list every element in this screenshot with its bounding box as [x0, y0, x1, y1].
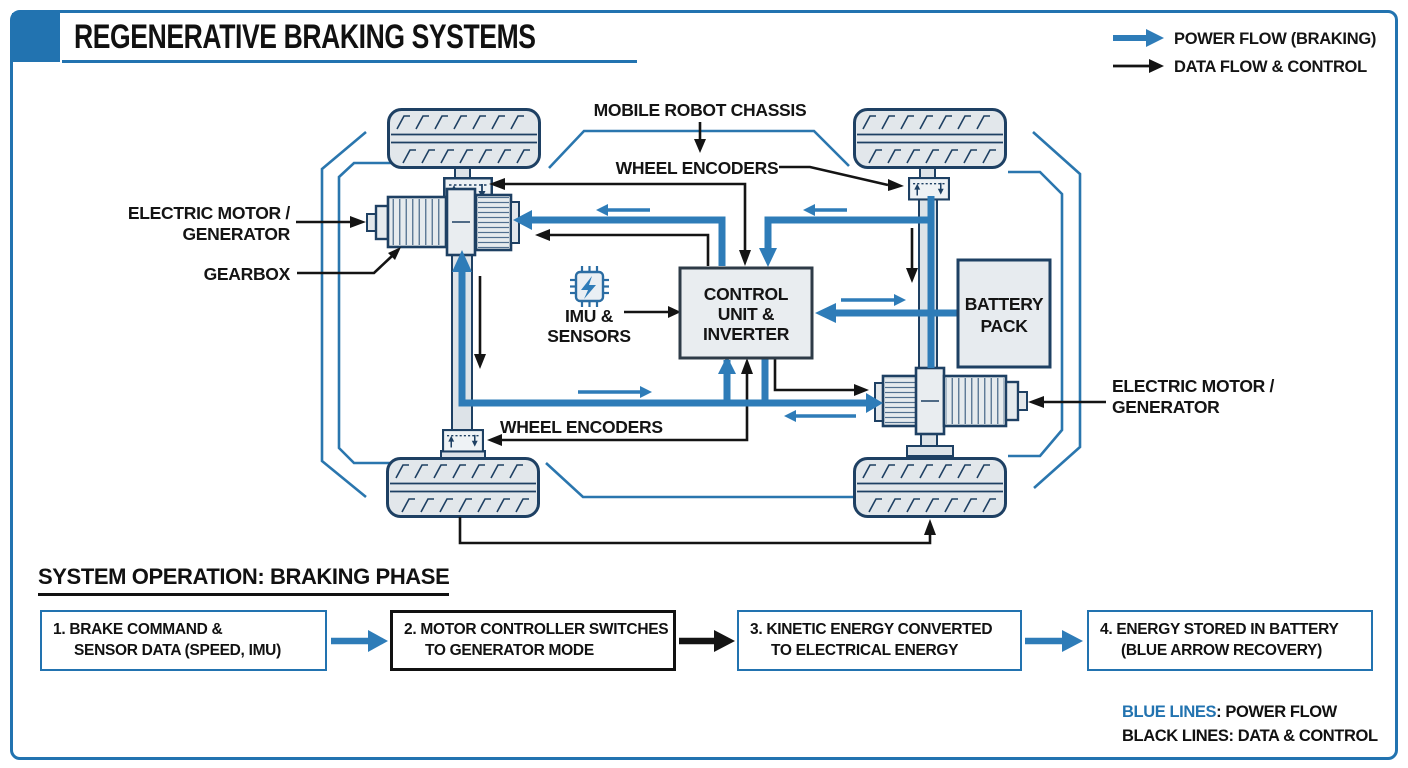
wheel-encoders-bottom-label: WHEEL ENCODERS [500, 417, 663, 437]
step-2-line2: TO GENERATOR MODE [425, 641, 594, 659]
step-connectors [331, 630, 1083, 652]
step-4-line2: (BLUE ARROW RECOVERY) [1121, 641, 1322, 659]
wheel-front-right [855, 110, 1006, 168]
step-1-line1: 1. BRAKE COMMAND & [53, 621, 223, 639]
step-box-2: 2. MOTOR CONTROLLER SWITCHES TO GENERATO… [390, 610, 676, 671]
chassis-label: MOBILE ROBOT CHASSIS [594, 100, 807, 120]
legend-data-label: DATA FLOW & CONTROL [1174, 58, 1367, 76]
step-box-4: 4. ENERGY STORED IN BATTERY (BLUE ARROW … [1087, 610, 1373, 671]
legend-power-label: POWER FLOW (BRAKING) [1174, 30, 1376, 48]
footnote-line1: BLUE LINES: POWER FLOW [1122, 700, 1378, 724]
footnote: BLUE LINES: POWER FLOW BLACK LINES: DATA… [1122, 700, 1378, 748]
power-flow-lines [458, 196, 957, 407]
motor-right-label-line2: GENERATOR [1112, 397, 1220, 417]
wheel-rear-right [855, 459, 1006, 517]
motor-generator-left [366, 187, 520, 257]
chassis-outline [320, 129, 1082, 499]
page-title: REGENERATIVE BRAKING SYSTEMS [74, 18, 536, 56]
control-unit-box [678, 266, 814, 360]
step-box-1: 1. BRAKE COMMAND & SENSOR DATA (SPEED, I… [40, 610, 327, 671]
legend: POWER FLOW (BRAKING) DATA FLOW & CONTROL [1113, 29, 1376, 76]
step-2-line1: 2. MOTOR CONTROLLER SWITCHES [404, 621, 669, 639]
wheel-rear-left [388, 459, 539, 517]
battery-label-line1: BATTERY [965, 294, 1044, 314]
step-4-line1: 4. ENERGY STORED IN BATTERY [1100, 621, 1339, 639]
battery-label-line2: PACK [980, 316, 1028, 336]
control-unit-label-line1: CONTROL [704, 284, 789, 304]
motor-generator-right [874, 366, 1028, 436]
footnote-line2: BLACK LINES: DATA & CONTROL [1122, 727, 1378, 745]
imu-chip-icon [570, 266, 609, 307]
power-arrowheads [452, 204, 906, 422]
wheel-front-left [389, 110, 540, 168]
title-accent-square [12, 13, 60, 62]
encoder-rear-left [443, 430, 483, 451]
footnote-blue-term: BLUE LINES [1122, 703, 1217, 721]
control-unit-label-line2: UNIT & [718, 304, 775, 324]
wheel-encoders-top-label: WHEEL ENCODERS [616, 158, 779, 178]
step-box-3: 3. KINETIC ENERGY CONVERTED TO ELECTRICA… [737, 610, 1022, 671]
motor-left-label-line2: GENERATOR [183, 224, 291, 244]
control-unit-label-line3: INVERTER [703, 324, 790, 344]
gearbox-label: GEARBOX [204, 264, 291, 284]
imu-label-line2: SENSORS [547, 326, 630, 346]
imu-label-line1: IMU & [565, 306, 614, 326]
motor-right-label-line1: ELECTRIC MOTOR / [1112, 376, 1275, 396]
step-1-line2: SENSOR DATA (SPEED, IMU) [74, 641, 281, 659]
operation-heading: SYSTEM OPERATION: BRAKING PHASE [38, 564, 450, 596]
data-control-lines [296, 122, 1106, 545]
battery-pack-box [956, 258, 1052, 369]
data-arrowheads [350, 139, 1044, 535]
footnote-blue-rest: : POWER FLOW [1216, 703, 1337, 721]
motor-left-label-line1: ELECTRIC MOTOR / [128, 203, 291, 223]
title-underline [62, 60, 637, 63]
step-3-line1: 3. KINETIC ENERGY CONVERTED [750, 621, 993, 639]
step-3-line2: TO ELECTRICAL ENERGY [771, 641, 959, 659]
power-flow-indicators [578, 208, 894, 418]
page-border [10, 10, 1398, 760]
